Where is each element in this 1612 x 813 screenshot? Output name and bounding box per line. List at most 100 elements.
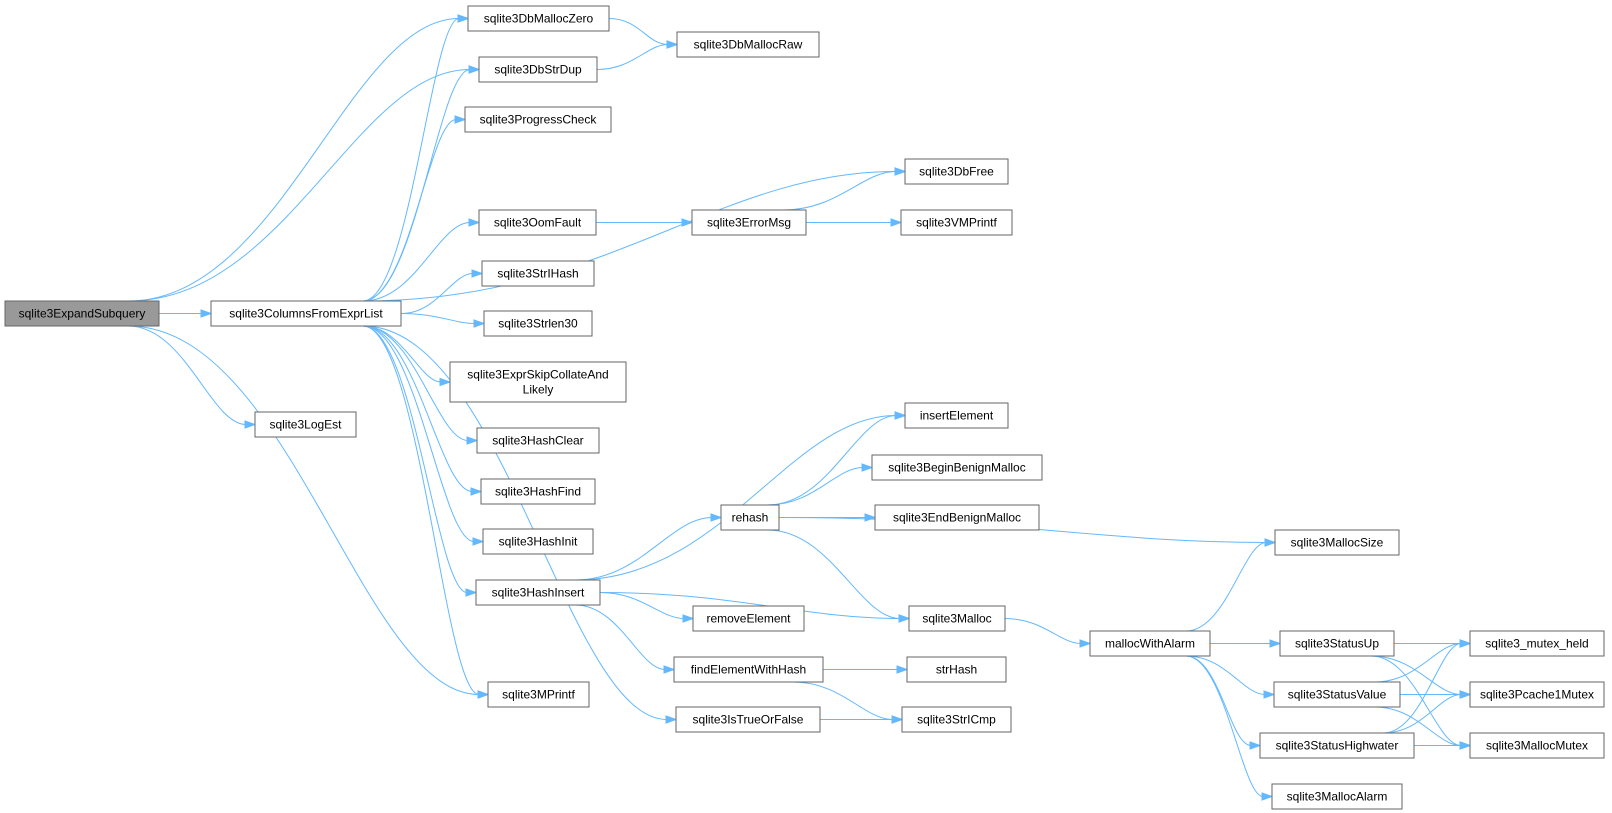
node-hash-insert[interactable]: sqlite3HashInsert <box>475 579 601 606</box>
edge-hash-insert-to-insert-element <box>575 415 897 581</box>
node-label: sqlite3StatusHighwater <box>1276 739 1399 753</box>
node-str-ihash[interactable]: sqlite3StrIHash <box>481 260 595 287</box>
node-label: sqlite3MPrintf <box>502 688 575 702</box>
node-hash-find[interactable]: sqlite3HashFind <box>480 478 596 505</box>
node-box <box>210 300 402 327</box>
node-insert-element[interactable]: insertElement <box>904 402 1009 429</box>
edge-expand-subquery-to-db-str-dup <box>128 69 471 302</box>
edge-columns-from-expr-list-to-progress-check <box>362 119 457 302</box>
arrowhead-db-malloc-raw <box>666 40 679 49</box>
node-label: sqlite3Malloc <box>922 612 991 626</box>
node-hash-init[interactable]: sqlite3HashInit <box>482 528 594 555</box>
node-progress-check[interactable]: sqlite3ProgressCheck <box>464 106 612 133</box>
node-label: sqlite3MallocSize <box>1291 536 1384 550</box>
node-oom-fault[interactable]: sqlite3OomFault <box>478 209 597 236</box>
edge-columns-from-expr-list-to-expr-skip <box>362 325 442 383</box>
node-label: sqlite3Pcache1Mutex <box>1480 688 1594 702</box>
node-label: insertElement <box>920 409 994 423</box>
edge-rehash-to-begin-benign-malloc <box>767 467 864 506</box>
edge-hash-insert-to-remove-element <box>599 592 685 619</box>
node-label: mallocWithAlarm <box>1105 637 1195 651</box>
node-malloc-size[interactable]: sqlite3MallocSize <box>1274 529 1400 556</box>
node-find-element-with-hash[interactable]: findElementWithHash <box>673 656 824 683</box>
arrowhead-malloc-size <box>1264 538 1277 547</box>
edge-rehash-to-insert-element <box>767 415 897 506</box>
node-begin-benign-malloc[interactable]: sqlite3BeginBenignMalloc <box>871 454 1043 481</box>
node-error-msg[interactable]: sqlite3ErrorMsg <box>691 209 807 236</box>
node-str-hash[interactable]: strHash <box>906 656 1007 683</box>
node-box <box>908 605 1006 632</box>
arrowhead-db-free <box>894 167 907 176</box>
node-label: sqlite3StrICmp <box>917 713 996 727</box>
node-label: sqlite3BeginBenignMalloc <box>888 461 1025 475</box>
node-box <box>1469 630 1605 657</box>
node-m-printf[interactable]: sqlite3MPrintf <box>487 681 590 708</box>
node-str-icmp[interactable]: sqlite3StrICmp <box>901 706 1012 733</box>
node-box <box>1279 630 1395 657</box>
node-malloc[interactable]: sqlite3Malloc <box>908 605 1006 632</box>
node-label: sqlite3_mutex_held <box>1485 637 1588 651</box>
node-label: sqlite3StrIHash <box>497 267 578 281</box>
node-malloc-with-alarm[interactable]: mallocWithAlarm <box>1089 630 1211 657</box>
arrowhead-db-malloc-zero <box>457 14 470 23</box>
node-status-value[interactable]: sqlite3StatusValue <box>1273 681 1401 708</box>
node-strlen30[interactable]: sqlite3Strlen30 <box>483 310 593 337</box>
edge-hash-insert-to-find-element-with-hash <box>575 604 666 670</box>
arrowhead-malloc-mutex <box>1459 741 1472 750</box>
arrowhead-columns-from-expr-list <box>200 309 213 318</box>
arrowhead-status-value <box>1263 690 1276 699</box>
node-malloc-mutex[interactable]: sqlite3MallocMutex <box>1469 732 1605 759</box>
node-pcache1-mutex[interactable]: sqlite3Pcache1Mutex <box>1469 681 1605 708</box>
node-label: sqlite3Strlen30 <box>498 317 578 331</box>
node-label: sqlite3MallocMutex <box>1486 739 1588 753</box>
node-malloc-alarm[interactable]: sqlite3MallocAlarm <box>1271 783 1403 810</box>
node-label: findElementWithHash <box>691 663 806 677</box>
arrowhead-hash-insert <box>465 588 478 597</box>
arrowhead-insert-element <box>894 411 907 420</box>
node-columns-from-expr-list[interactable]: sqlite3ColumnsFromExprList <box>210 300 402 327</box>
edge-columns-from-expr-list-to-db-malloc-zero <box>362 18 460 302</box>
node-is-true-or-false[interactable]: sqlite3IsTrueOrFalse <box>675 706 821 733</box>
node-box <box>874 504 1040 531</box>
arrowhead-db-str-dup <box>468 65 481 74</box>
node-remove-element[interactable]: removeElement <box>692 605 805 632</box>
edge-columns-from-expr-list-to-strlen30 <box>400 313 476 324</box>
node-label: sqlite3ExpandSubquery <box>19 307 146 321</box>
edge-expand-subquery-to-m-printf <box>128 325 480 695</box>
node-db-str-dup[interactable]: sqlite3DbStrDup <box>478 56 598 83</box>
node-box <box>901 706 1012 733</box>
node-box <box>487 681 590 708</box>
node-vm-printf[interactable]: sqlite3VMPrintf <box>900 209 1013 236</box>
arrowhead-str-ihash <box>471 269 484 278</box>
edge-rehash-to-malloc <box>767 529 901 619</box>
arrowhead-expr-skip <box>439 377 452 387</box>
node-db-malloc-raw[interactable]: sqlite3DbMallocRaw <box>676 31 820 58</box>
node-box <box>1273 681 1401 708</box>
arrowhead-m-printf <box>477 690 490 699</box>
edge-malloc-with-alarm-to-malloc-size <box>1185 542 1267 632</box>
arrowhead-status-up <box>1269 639 1282 648</box>
node-status-highwater[interactable]: sqlite3StatusHighwater <box>1259 732 1415 759</box>
arrowhead-pcache1-mutex <box>1459 690 1472 699</box>
node-end-benign-malloc[interactable]: sqlite3EndBenignMalloc <box>874 504 1040 531</box>
node-box <box>1274 529 1400 556</box>
arrowhead-progress-check <box>454 115 467 124</box>
edge-status-value-to-malloc-mutex <box>1374 706 1462 746</box>
node-status-up[interactable]: sqlite3StatusUp <box>1279 630 1395 657</box>
node-label: sqlite3HashInit <box>499 535 578 549</box>
node-box <box>478 209 597 236</box>
node-hash-clear[interactable]: sqlite3HashClear <box>476 427 600 454</box>
node-box <box>476 427 600 454</box>
node-expand-subquery[interactable]: sqlite3ExpandSubquery <box>4 300 160 327</box>
node-db-free[interactable]: sqlite3DbFree <box>904 158 1009 185</box>
node-mutex-held[interactable]: sqlite3_mutex_held <box>1469 630 1605 657</box>
edge-malloc-with-alarm-to-status-value <box>1185 655 1266 695</box>
node-rehash[interactable]: rehash <box>720 504 780 531</box>
node-box <box>871 454 1043 481</box>
node-log-est[interactable]: sqlite3LogEst <box>254 411 357 438</box>
node-db-malloc-zero[interactable]: sqlite3DbMallocZero <box>467 5 610 32</box>
node-box <box>467 5 610 32</box>
